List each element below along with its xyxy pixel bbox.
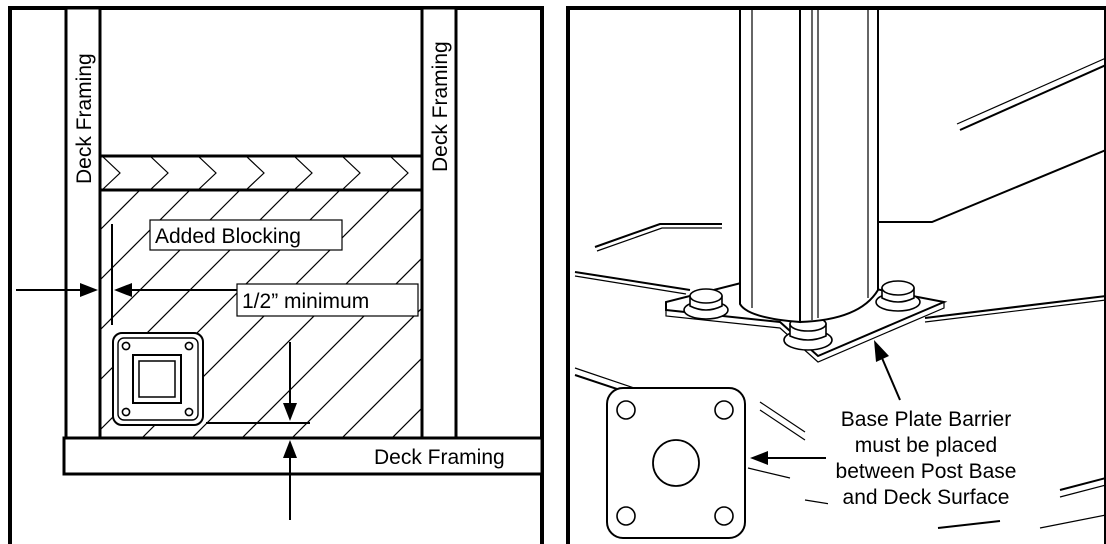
half-inch-minimum-label: 1/2” minimum <box>242 290 369 313</box>
post-base-plate-top-view <box>112 332 204 426</box>
deck-framing-right-label: Deck Framing <box>429 41 452 172</box>
barrier-note-line-2: must be placed <box>855 434 997 457</box>
blocking-hatch <box>100 190 422 438</box>
added-blocking-label: Added Blocking <box>155 225 301 248</box>
barrier-note-line-3: between Post Base <box>836 460 1017 483</box>
gap-arrow-left-head <box>80 283 98 297</box>
left-panel-border <box>8 6 544 544</box>
gap-arrow-right-head <box>114 283 132 297</box>
right-panel-border <box>566 6 1106 544</box>
bottom-framing-board <box>62 436 544 476</box>
plate-arrow-head <box>874 340 889 362</box>
added-blocking-label-box <box>149 219 343 251</box>
gasket-arrow-head <box>750 451 768 465</box>
barrier-note: Base Plate Barrier must be placed betwee… <box>828 402 1024 520</box>
post <box>739 8 879 324</box>
deck-perspective <box>574 8 1104 529</box>
bolt-left <box>683 288 729 320</box>
deck-framing-left-label: Deck Framing <box>73 53 96 184</box>
barrier-note-line-4: and Deck Surface <box>843 486 1010 509</box>
bottom-gap-arrow-bottom-head <box>283 440 297 458</box>
half-inch-label-box <box>236 283 419 317</box>
right-joist <box>420 6 458 440</box>
barrier-note-line-1: Base Plate Barrier <box>841 408 1011 431</box>
deck-framing-bottom-label: Deck Framing <box>374 446 505 469</box>
header-chevrons <box>101 156 409 190</box>
bottom-gap-arrow-top-head <box>283 403 297 421</box>
left-panel: Deck Framing Deck Framing Deck Framing A… <box>8 6 544 544</box>
bolt-right <box>875 280 921 312</box>
base-plate-barrier-gasket <box>606 387 746 539</box>
header-board <box>98 154 424 192</box>
plate-arrow-shaft <box>881 357 901 401</box>
right-panel: Base Plate Barrier must be placed betwee… <box>566 6 1106 544</box>
